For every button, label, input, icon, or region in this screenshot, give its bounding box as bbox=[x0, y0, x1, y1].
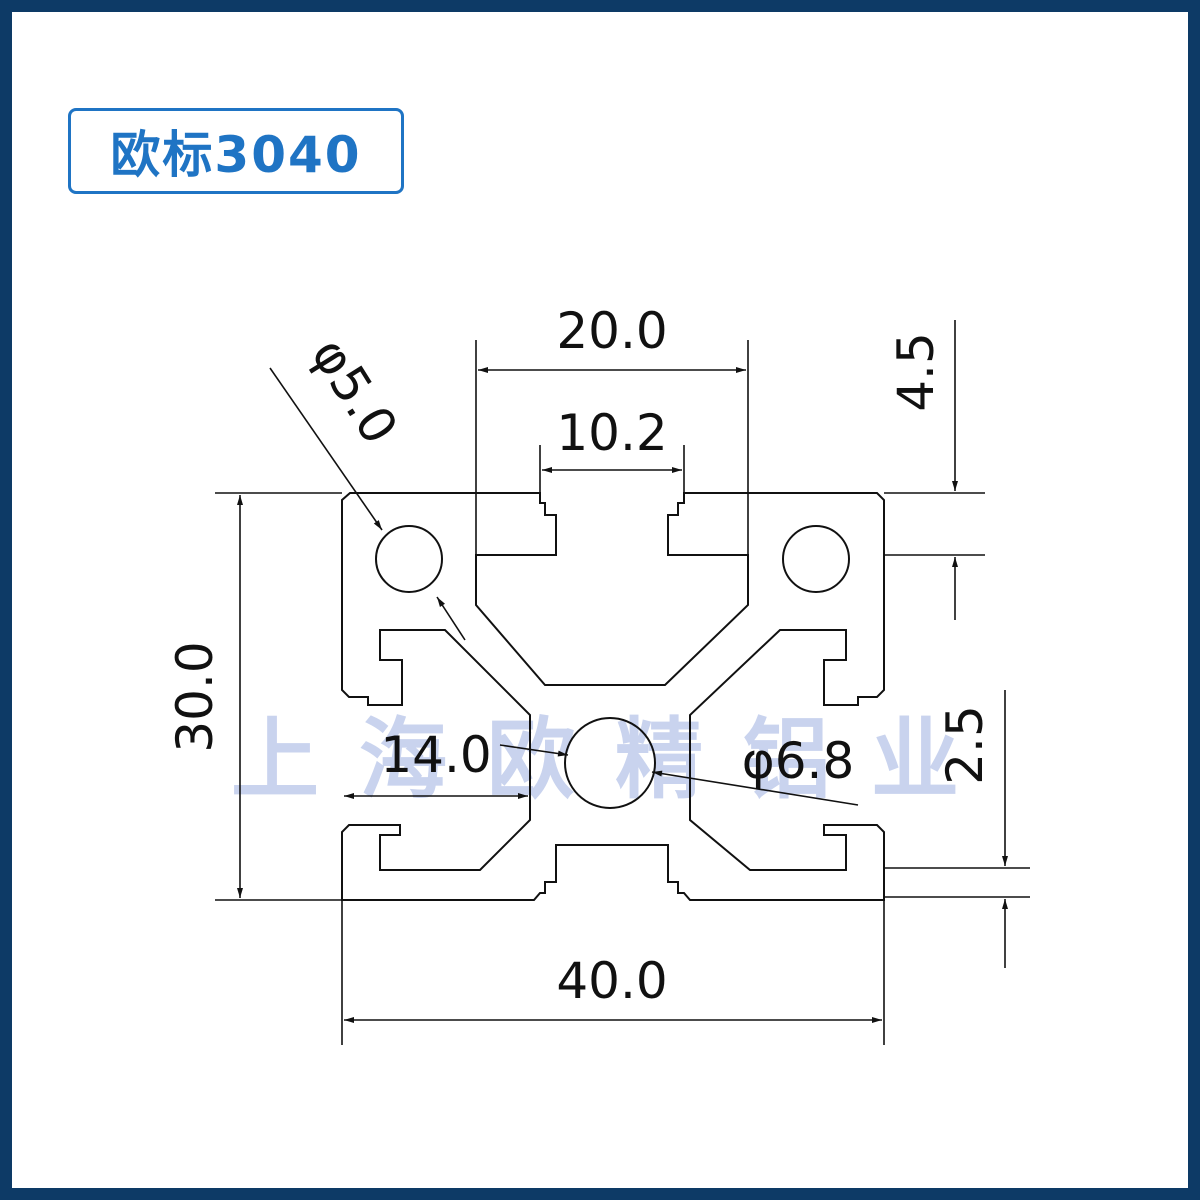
dim-width-top: 20.0 bbox=[556, 302, 667, 360]
profile-drawing: 上海欧精铝业 bbox=[166, 302, 1030, 1045]
title-text: 欧标3040 bbox=[110, 126, 362, 184]
hole-left bbox=[375, 525, 443, 593]
dim-wall: 2.5 bbox=[936, 705, 994, 785]
hole-right bbox=[782, 525, 850, 593]
hole-center bbox=[564, 717, 656, 809]
dimension-lines bbox=[215, 320, 1030, 1045]
dim-inner-width: 14.0 bbox=[380, 726, 491, 784]
title-badge: 欧标3040 bbox=[68, 108, 404, 194]
dim-height: 30.0 bbox=[166, 641, 224, 752]
dim-slot-width: 10.2 bbox=[556, 404, 667, 462]
dim-hole-center: φ6.8 bbox=[742, 732, 855, 790]
dim-width-total: 40.0 bbox=[556, 952, 667, 1010]
profile-outline bbox=[341, 492, 885, 901]
profile-body bbox=[341, 492, 885, 901]
dim-depth: 4.5 bbox=[887, 332, 945, 412]
